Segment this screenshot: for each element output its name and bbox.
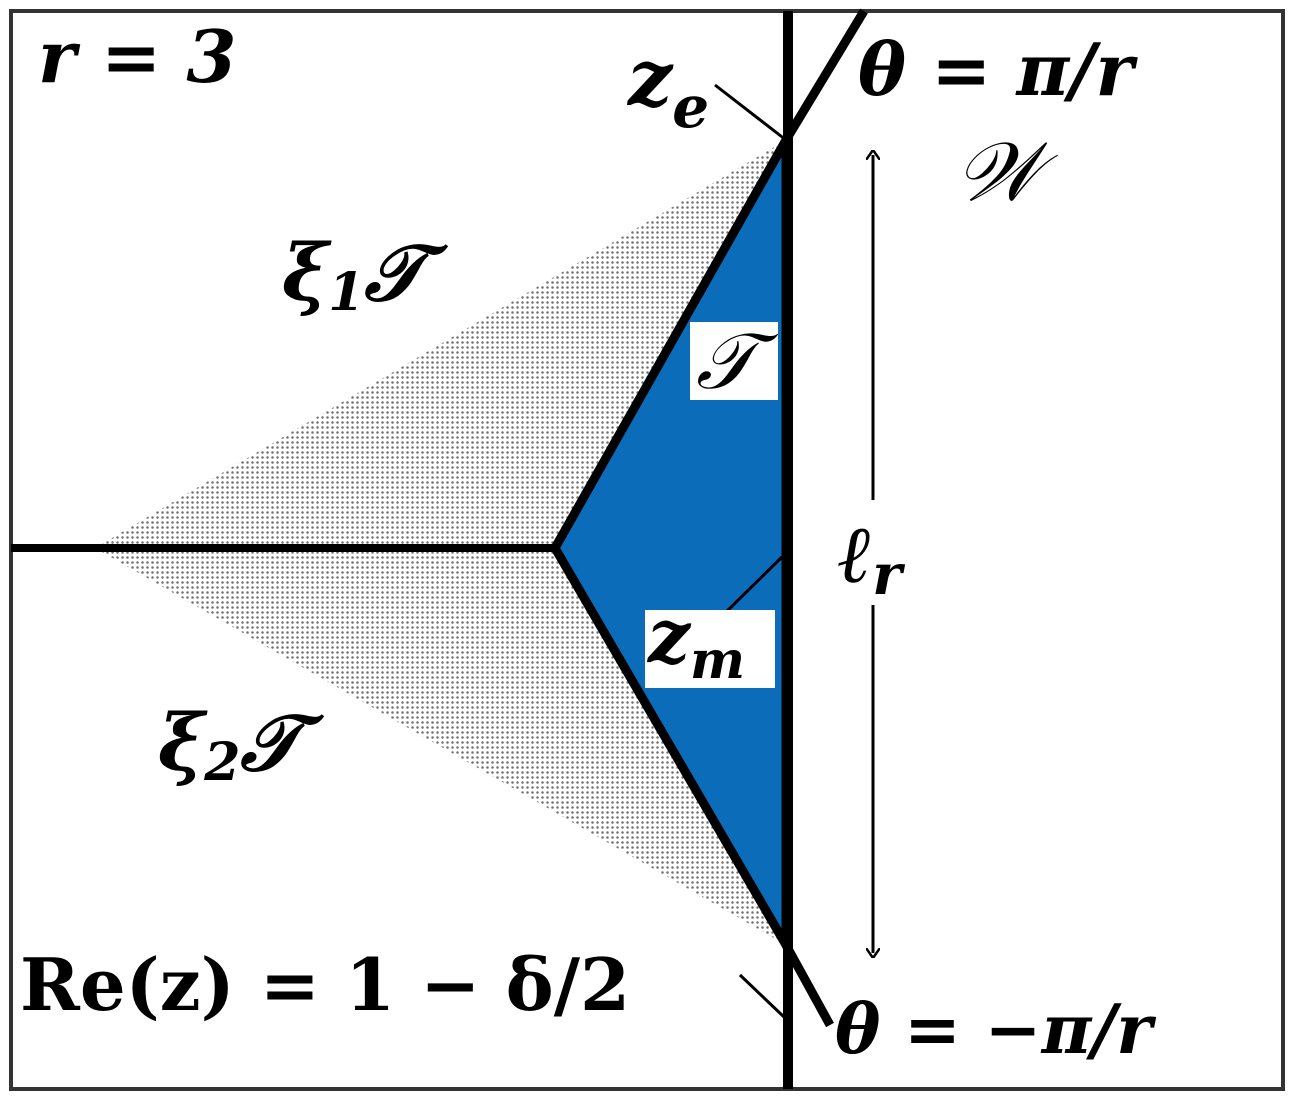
T-label-bg [690,322,778,400]
xi1T-label: ξ1𝒯 [282,228,448,323]
W-label: 𝒲 [955,125,1058,220]
re-condition-label: Re(z) = 1 − δ/2 [20,942,630,1027]
lower-ray [782,942,834,1028]
z-e-leader [714,83,787,142]
z-e-label: ze [626,33,709,141]
z-m-leader [718,553,786,620]
re-leader [738,973,786,1019]
theta-bottom-label: θ = −π/r [835,990,1156,1070]
l-r-label: ℓr [838,507,905,608]
z-m-label: zm [646,594,745,691]
xi2T-label: ξ2𝒯 [158,698,324,793]
r-value-label: r = 3 [38,14,237,99]
theta-top-label: θ = π/r [858,27,1138,112]
xi1T-region [95,140,786,548]
xi2T-region [95,548,786,945]
upper-ray [782,8,868,143]
z-m-label-bg [645,610,775,688]
